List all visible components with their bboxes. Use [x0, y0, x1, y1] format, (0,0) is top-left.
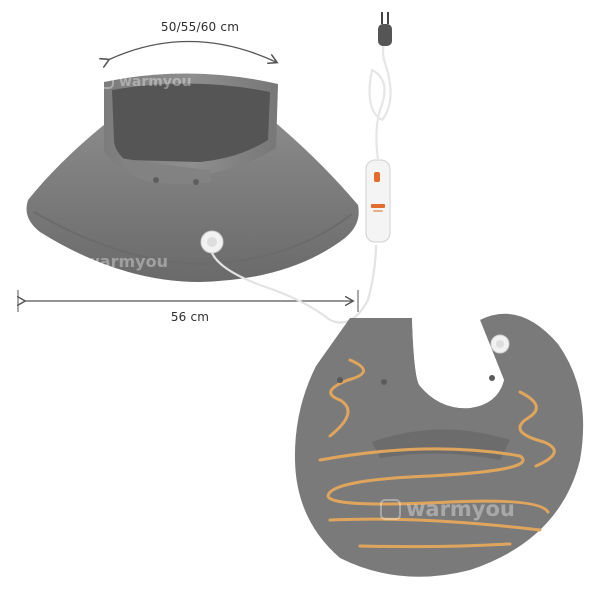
power-cable: [211, 244, 378, 324]
watermark-logo-icon: [380, 498, 401, 520]
plug-cable: [368, 43, 392, 161]
watermark-text: warmyou: [406, 497, 515, 521]
circumference-label: 50/55/60 cm: [160, 20, 240, 34]
watermark-logo-icon: [64, 253, 80, 270]
watermark-top: warmyou: [100, 74, 192, 90]
heating-pad-3d: [26, 73, 359, 282]
connector-icon: [200, 230, 224, 254]
watermark-text: warmyou: [119, 74, 192, 90]
plug-icon: [378, 12, 392, 46]
remote-controller-icon: [365, 159, 391, 243]
watermark-logo-icon: [100, 75, 114, 89]
watermark-middle: warmyou: [64, 252, 168, 271]
circumference-arc: [108, 40, 276, 62]
connector-icon: [490, 334, 510, 354]
heating-wire: [318, 358, 556, 549]
watermark-bottom: warmyou: [380, 497, 515, 521]
width-dimension-line: [18, 290, 359, 312]
width-label: 56 cm: [170, 310, 210, 324]
heating-pad-flat: [294, 313, 584, 577]
watermark-text: warmyou: [85, 252, 168, 271]
